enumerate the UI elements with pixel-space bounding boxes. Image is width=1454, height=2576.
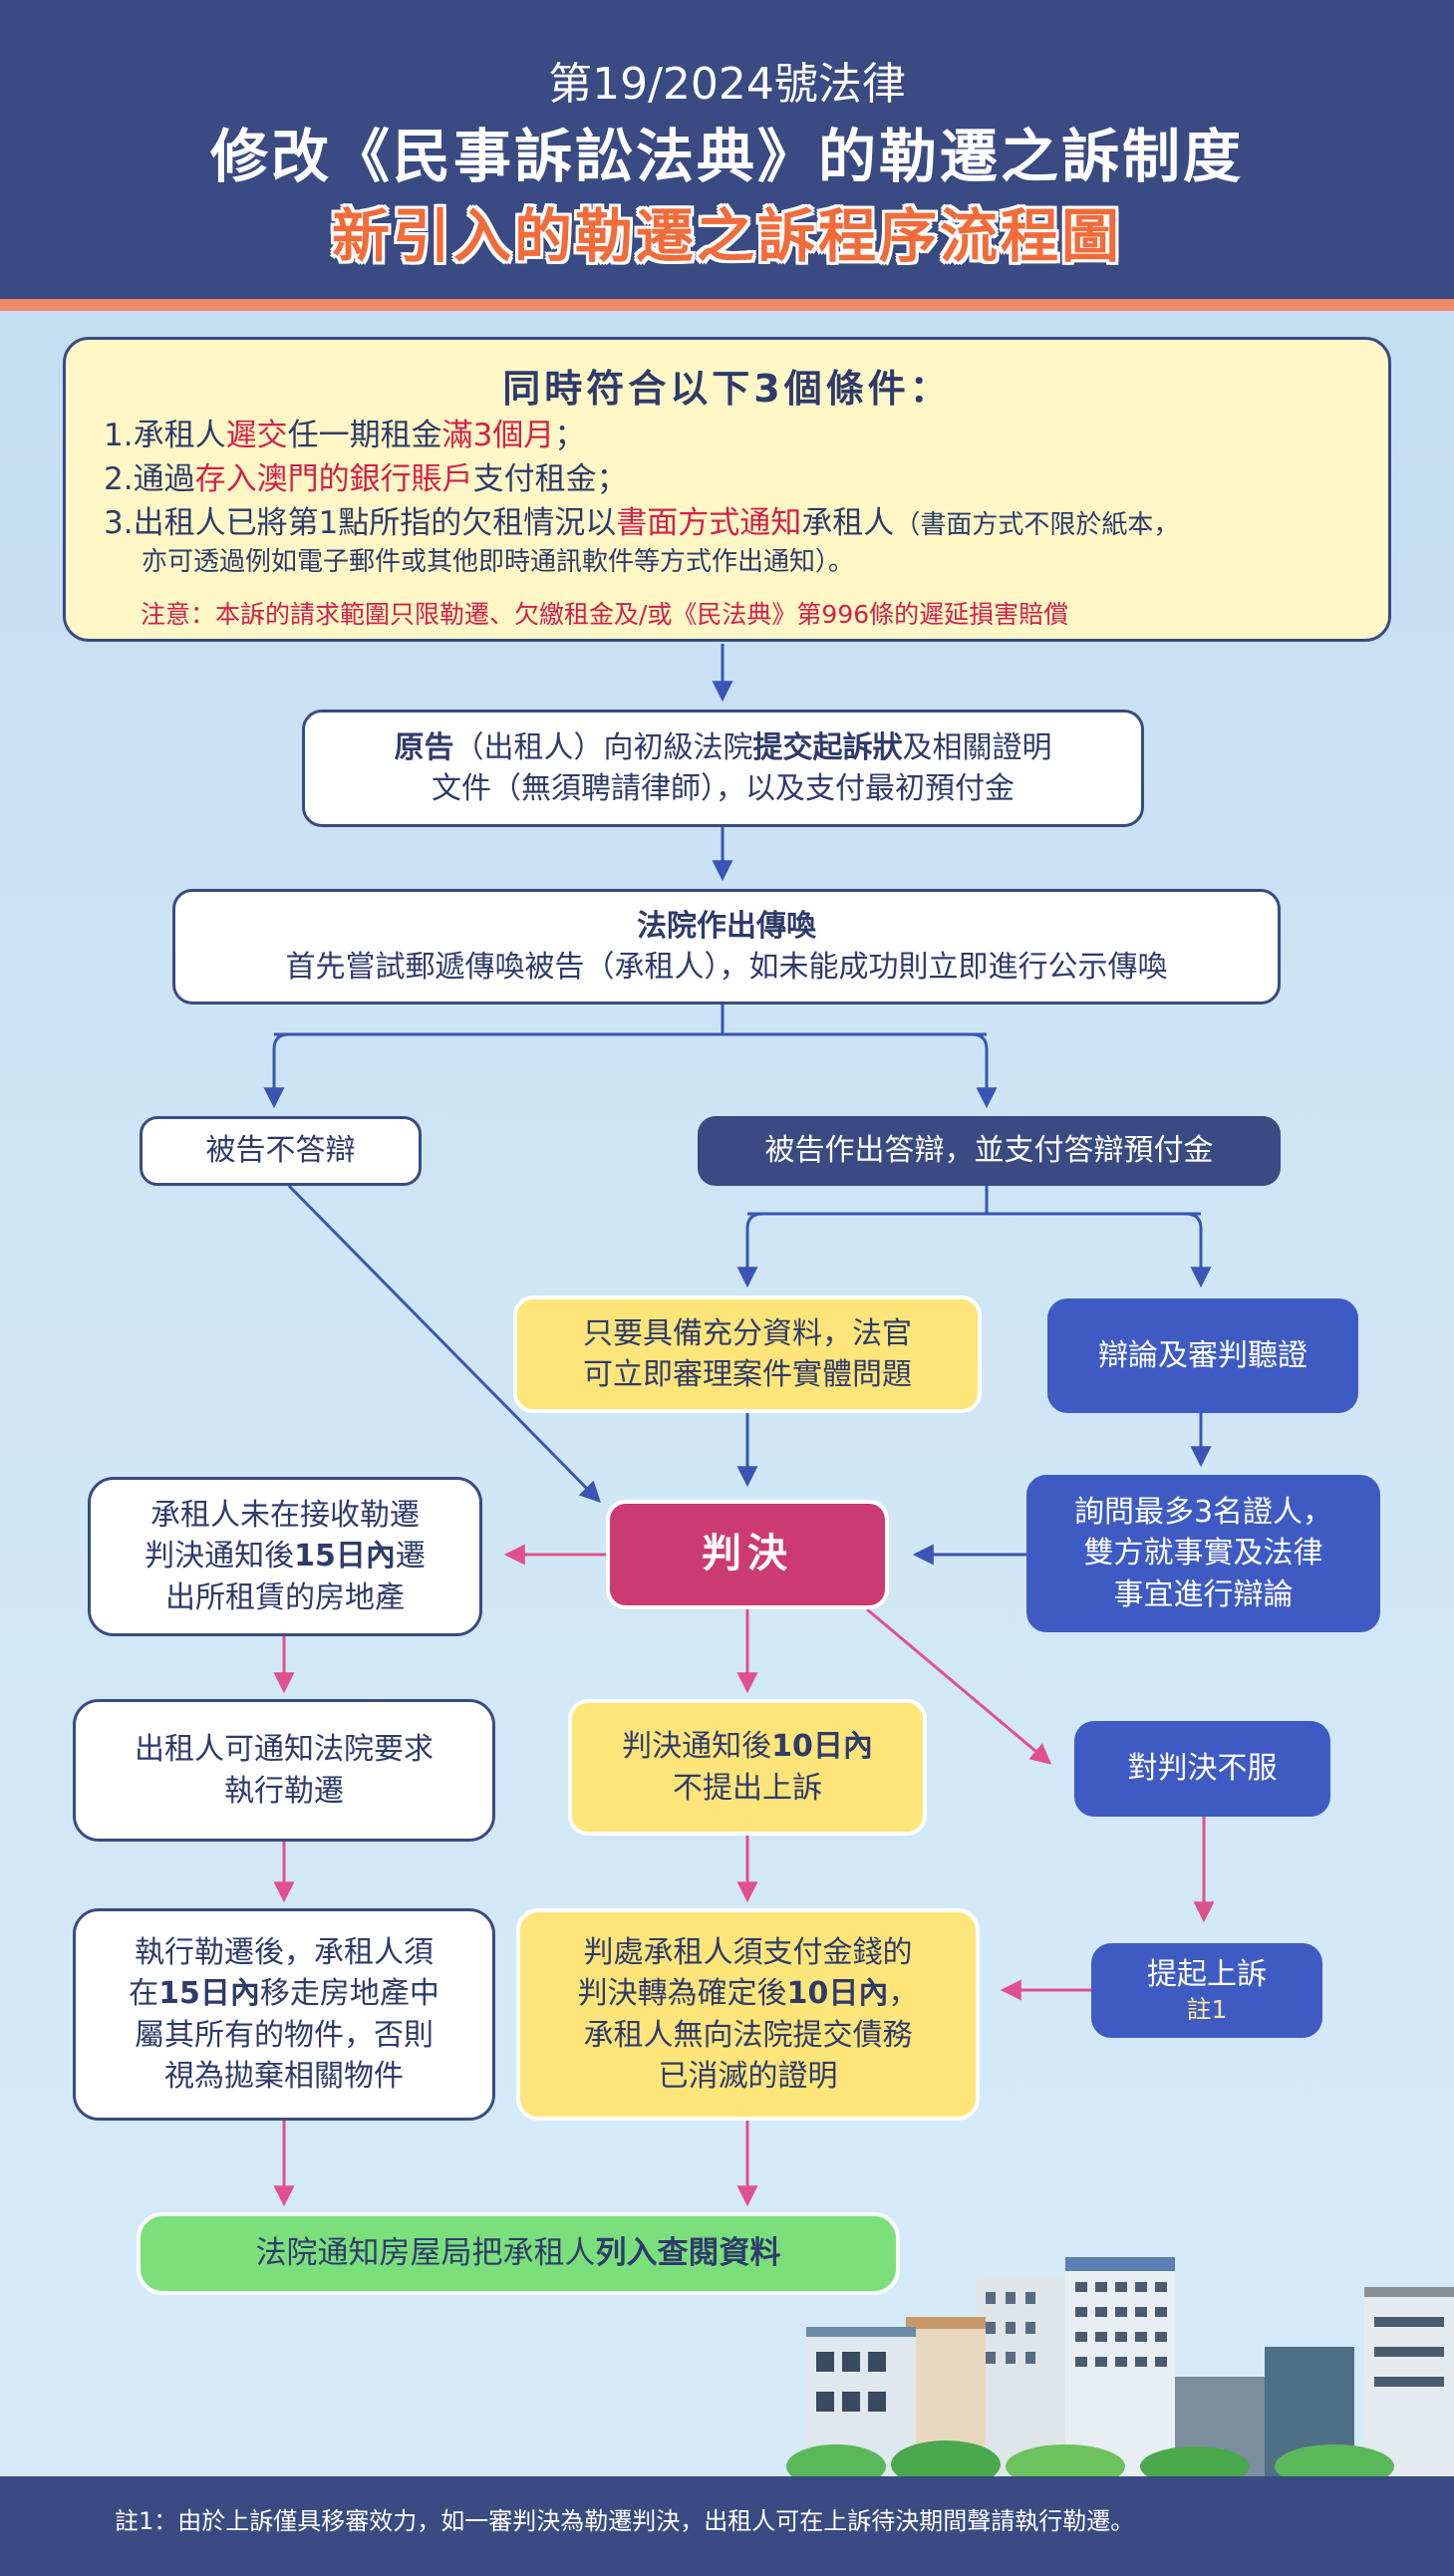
tenant-leave-text: 判決通知後: [145, 1539, 295, 1574]
step-no-appeal: 判決通知後10日內 不提出上訴: [568, 1699, 927, 1836]
final-bold: 列入查閱資料: [595, 2235, 781, 2272]
witnesses-line2: 雙方就事實及法律: [1083, 1536, 1323, 1572]
witnesses-line1: 詢問最多3名證人，: [1073, 1494, 1333, 1530]
condition-3-highlight: 書面方式通知: [616, 505, 802, 541]
step-payment: 判處承租人須支付金錢的 判決轉為確定後10日內， 承租人無向法院提交債務 已消滅…: [516, 1908, 980, 2121]
filing-text: 及相關證明: [902, 729, 1052, 765]
city-buildings-illustration: [786, 2257, 1454, 2476]
landlord-notify-line1: 出租人可通知法院要求: [135, 1732, 434, 1768]
filing-text: （出租人）向初級法院: [453, 729, 753, 765]
after-eviction-line4: 視為拋棄相關物件: [164, 2058, 404, 2094]
final-text: 法院通知房屋局把承租人: [255, 2235, 596, 2272]
step-summons: 法院作出傳喚 首先嘗試郵遞傳喚被告（承租人），如未能成功則立即進行公示傳喚: [172, 889, 1281, 1004]
sufficient-line1: 只要具備充分資料，法官: [583, 1315, 912, 1351]
branch-defense: [745, 1186, 1203, 1284]
header-stripe: [0, 299, 1454, 311]
summons-text: 首先嘗試郵遞傳喚被告（承租人），如未能成功則立即進行公示傳喚: [285, 950, 1168, 985]
payment-line3: 承租人無向法院提交債務: [583, 2017, 913, 2053]
law-number: 第19/2024號法律: [548, 59, 906, 110]
hearing-label: 辯論及審判聽證: [1098, 1337, 1308, 1373]
page-subtitle: 新引入的勒遷之訴程序流程圖: [331, 202, 1122, 270]
condition-1-highlight: 滿3個月: [441, 418, 555, 453]
witnesses-line3: 事宜進行辯論: [1113, 1576, 1294, 1612]
landlord-notify-line2: 執行勒遷: [224, 1773, 344, 1809]
step-filing-line1: 原告（出租人）向初級法院提交起訴狀及相關證明: [395, 727, 1052, 768]
after-eviction-line1: 執行勒遷後，承租人須: [135, 1934, 434, 1970]
final-label: 法院通知房屋局把承租人列入查閱資料: [256, 2232, 781, 2275]
conditions-box: 同時符合以下3個條件： 1.承租人遲交任一期租金滿3個月； 2.通過存入澳門的銀…: [63, 337, 1391, 642]
filing-bold: 提交起訴狀: [752, 729, 903, 765]
payment-bold: 10日內: [786, 1976, 889, 2012]
conditions-title: 同時符合以下3個條件：: [502, 367, 952, 411]
payment-line1: 判處承租人須支付金錢的: [583, 1934, 913, 1970]
payment-text: 判決轉為確定後: [577, 1976, 787, 2012]
condition-1-highlight: 遲交: [225, 418, 288, 453]
payment-text: ，: [888, 1976, 919, 2012]
tenant-leave-line3: 出所租賃的房地產: [165, 1579, 405, 1615]
sufficient-line2: 可立即審理案件實體問題: [583, 1357, 912, 1392]
step-tenant-leave: 承租人未在接收勒遷 判決通知後15日內遷 出所租賃的房地產: [88, 1477, 482, 1636]
filing-bold: 原告: [394, 729, 454, 765]
step-appeal: 提起上訴 註1: [1091, 1943, 1322, 2038]
step-disagree: 對判決不服: [1074, 1721, 1330, 1817]
no-appeal-line1: 判決通知後10日內: [622, 1726, 873, 1767]
step-landlord-notify: 出租人可通知法院要求 執行勒遷: [73, 1699, 495, 1842]
appeal-note: 註1: [1186, 1994, 1228, 2024]
tenant-leave-line1: 承租人未在接收勒遷: [150, 1497, 420, 1533]
header-banner: [0, 0, 1454, 299]
payment-line4: 已消滅的證明: [658, 2058, 838, 2094]
condition-2-text: 2.通過: [104, 461, 195, 497]
no-appeal-bold: 10日內: [771, 1729, 873, 1765]
step-after-eviction: 執行勒遷後，承租人須 在15日內移走房地產中 屬其所有的物件，否則 視為拋棄相關…: [73, 1908, 495, 2121]
condition-1-text: 任一期租金: [287, 418, 442, 453]
tenant-leave-text: 遷: [395, 1539, 426, 1574]
tenant-leave-bold: 15日內: [294, 1539, 396, 1574]
condition-1-text: 1.承租人: [104, 418, 226, 453]
condition-3-text: 承租人: [801, 505, 895, 541]
after-eviction-text: 移走房地產中: [259, 1976, 439, 2012]
condition-2-text: 支付租金；: [472, 461, 628, 497]
step-defense: 被告作出答辯，並支付答辯預付金: [698, 1116, 1281, 1186]
step-filing: 原告（出租人）向初級法院提交起訴狀及相關證明 文件（無須聘請律師），以及支付最初…: [302, 710, 1144, 827]
arrow-judgment-to-disagree: [866, 1607, 1052, 1765]
summons-title: 法院作出傳喚: [637, 908, 816, 944]
condition-1: 1.承租人遲交任一期租金滿3個月；: [104, 410, 585, 454]
step-final: 法院通知房屋局把承租人列入查閱資料: [137, 2212, 900, 2295]
footer-note: 註1：由於上訴僅具移審效力，如一審判決為勒遷判決，出租人可在上訴待決期間聲請執行…: [115, 2507, 1135, 2535]
tenant-leave-line2: 判決通知後15日內遷: [145, 1536, 426, 1576]
condition-1-text: ；: [554, 418, 586, 453]
after-eviction-line2: 在15日內移走房地產中: [129, 1973, 439, 2014]
condition-2-highlight: 存入澳門的銀行賬戶: [194, 461, 473, 497]
condition-3-text: （書面方式不限於紙本，: [894, 510, 1180, 540]
footer-banner: [0, 2476, 1454, 2576]
step-hearing: 辯論及審判聽證: [1047, 1298, 1358, 1413]
disagree-label: 對判決不服: [1127, 1751, 1278, 1787]
branch-summons: [272, 1004, 989, 1104]
appeal-label: 提起上訴: [1147, 1957, 1267, 1993]
page-title: 修改《民事訴訟法典》的勒遷之訴制度: [209, 123, 1244, 190]
defense-label: 被告作出答辯，並支付答辯預付金: [764, 1133, 1214, 1169]
no-appeal-line2: 不提出上訴: [673, 1770, 822, 1806]
step-witnesses: 詢問最多3名證人， 雙方就事實及法律 事宜進行辯論: [1026, 1475, 1380, 1632]
after-eviction-text: 在: [129, 1976, 159, 2012]
condition-3: 3.出租人已將第1點所指的欠租情況以書面方式通知承租人（書面方式不限於紙本，: [104, 497, 1179, 542]
condition-3-continued: 亦可透過例如電子郵件或其他即時通訊軟件等方式作出通知）。: [142, 547, 855, 577]
payment-line2: 判決轉為確定後10日內，: [578, 1973, 919, 2014]
after-eviction-line3: 屬其所有的物件，否則: [135, 2017, 434, 2053]
step-no-defense: 被告不答辯: [140, 1116, 422, 1186]
condition-3-text: 3.出租人已將第1點所指的欠租情況以: [104, 505, 617, 541]
step-judgment: 判決: [606, 1500, 889, 1609]
conditions-note: 注意：本訴的請求範圍只限勒遷、欠繳租金及/或《民法典》第996條的遲延損害賠償: [141, 600, 1069, 629]
no-defense-label: 被告不答辯: [205, 1133, 356, 1169]
step-sufficient-info: 只要具備充分資料，法官 可立即審理案件實體問題: [513, 1295, 982, 1413]
no-appeal-text: 判決通知後: [622, 1729, 772, 1765]
judgment-label: 判決: [702, 1531, 793, 1577]
after-eviction-bold: 15日內: [158, 1976, 260, 2012]
arrow-no-defense-to-judgment: [287, 1184, 601, 1503]
step-filing-line2: 文件（無須聘請律師），以及支付最初預付金: [432, 771, 1015, 806]
condition-2: 2.通過存入澳門的銀行賬戶支付租金；: [104, 453, 628, 498]
